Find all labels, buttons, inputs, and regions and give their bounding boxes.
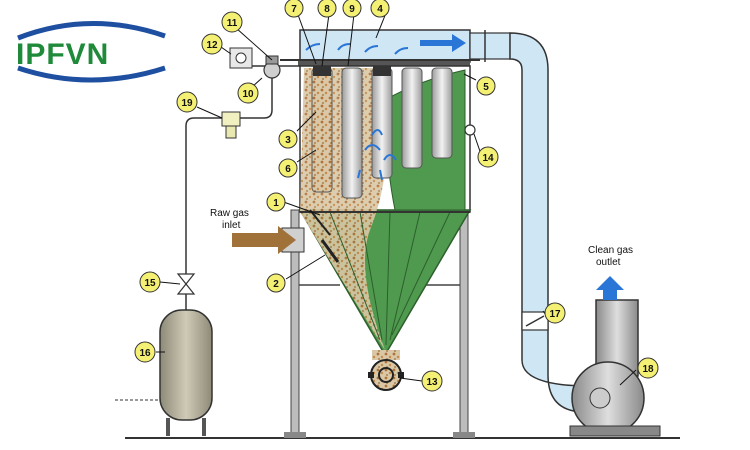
baffle-plate bbox=[320, 239, 340, 263]
svg-text:11: 11 bbox=[227, 18, 238, 29]
clean-gas-arrow bbox=[596, 276, 624, 300]
svg-text:3: 3 bbox=[285, 135, 291, 146]
callout-15: 15 bbox=[139, 271, 161, 293]
svg-text:8: 8 bbox=[324, 4, 330, 15]
venturi-nozzle bbox=[313, 66, 331, 76]
filter-bag bbox=[431, 67, 453, 159]
filter-bag bbox=[401, 67, 423, 169]
callout-17: 17 bbox=[544, 302, 566, 324]
callout-3: 3 bbox=[278, 129, 298, 149]
exhaust-fan bbox=[569, 276, 661, 437]
flow-arrow-main bbox=[420, 34, 466, 52]
air-receiver-tank bbox=[159, 309, 213, 436]
callout-19: 19 bbox=[176, 91, 198, 113]
tube-sheet bbox=[298, 60, 470, 66]
clean-gas-arrows bbox=[305, 34, 466, 181]
callout-4: 4 bbox=[370, 0, 390, 18]
callout-12: 12 bbox=[201, 33, 223, 55]
svg-text:2: 2 bbox=[273, 279, 279, 290]
logo: IPFVN bbox=[16, 21, 166, 83]
venturi-nozzle bbox=[373, 66, 391, 76]
svg-text:5: 5 bbox=[483, 82, 489, 93]
svg-text:10: 10 bbox=[242, 89, 254, 100]
callout-13: 13 bbox=[421, 370, 443, 392]
callout-14: 14 bbox=[477, 146, 499, 168]
callout-16: 16 bbox=[134, 341, 156, 363]
callout-9: 9 bbox=[342, 0, 362, 18]
clean-gas-label-line2: outlet bbox=[596, 257, 621, 268]
logo-text: IPFVN bbox=[16, 38, 109, 71]
svg-text:6: 6 bbox=[285, 164, 291, 175]
svg-text:4: 4 bbox=[377, 4, 383, 15]
support-legs bbox=[284, 209, 475, 438]
raw-gas-label-line2: inlet bbox=[222, 220, 241, 231]
filter-bag bbox=[311, 67, 333, 193]
raw-gas-label-line1: Raw gas bbox=[210, 208, 249, 219]
callout-1: 1 bbox=[266, 192, 286, 212]
clean-gas-label-line1: Clean gas bbox=[588, 245, 633, 256]
diaphragm-valve bbox=[263, 55, 281, 79]
svg-text:7: 7 bbox=[291, 4, 297, 15]
baffle-plate bbox=[309, 209, 331, 236]
svg-text:17: 17 bbox=[549, 309, 561, 320]
svg-text:19: 19 bbox=[181, 98, 193, 109]
raw-gas-arrow bbox=[232, 226, 296, 254]
pulse-controller bbox=[229, 47, 253, 69]
filter-bag bbox=[371, 67, 393, 179]
callout-10: 10 bbox=[237, 82, 259, 104]
svg-text:14: 14 bbox=[482, 153, 494, 164]
air-filter-regulator bbox=[221, 111, 241, 139]
callout-18: 18 bbox=[637, 357, 659, 379]
svg-text:1: 1 bbox=[273, 198, 279, 209]
callout-6: 6 bbox=[278, 158, 298, 178]
callout-5: 5 bbox=[476, 76, 496, 96]
callout-11: 11 bbox=[221, 11, 243, 33]
svg-text:13: 13 bbox=[426, 377, 438, 388]
raw-gas-inlet: Raw gas inlet bbox=[210, 208, 305, 254]
filter-bag bbox=[341, 67, 363, 199]
filter-bags bbox=[311, 66, 453, 199]
duct-damper bbox=[521, 311, 549, 331]
svg-text:15: 15 bbox=[144, 278, 156, 289]
callout-2: 2 bbox=[266, 273, 286, 293]
rotary-valve bbox=[368, 350, 404, 391]
svg-text:9: 9 bbox=[349, 4, 355, 15]
shutoff-valve bbox=[176, 273, 196, 295]
svg-text:18: 18 bbox=[642, 364, 654, 375]
callouts: 1 2 3 4 5 6 7 8 9 10 11 12 13 14 15 16 1… bbox=[134, 0, 659, 392]
callout-8: 8 bbox=[317, 0, 337, 18]
svg-text:16: 16 bbox=[139, 348, 151, 359]
svg-text:12: 12 bbox=[206, 40, 218, 51]
callout-7: 7 bbox=[284, 0, 304, 18]
differential-pressure-gauge bbox=[464, 124, 476, 200]
